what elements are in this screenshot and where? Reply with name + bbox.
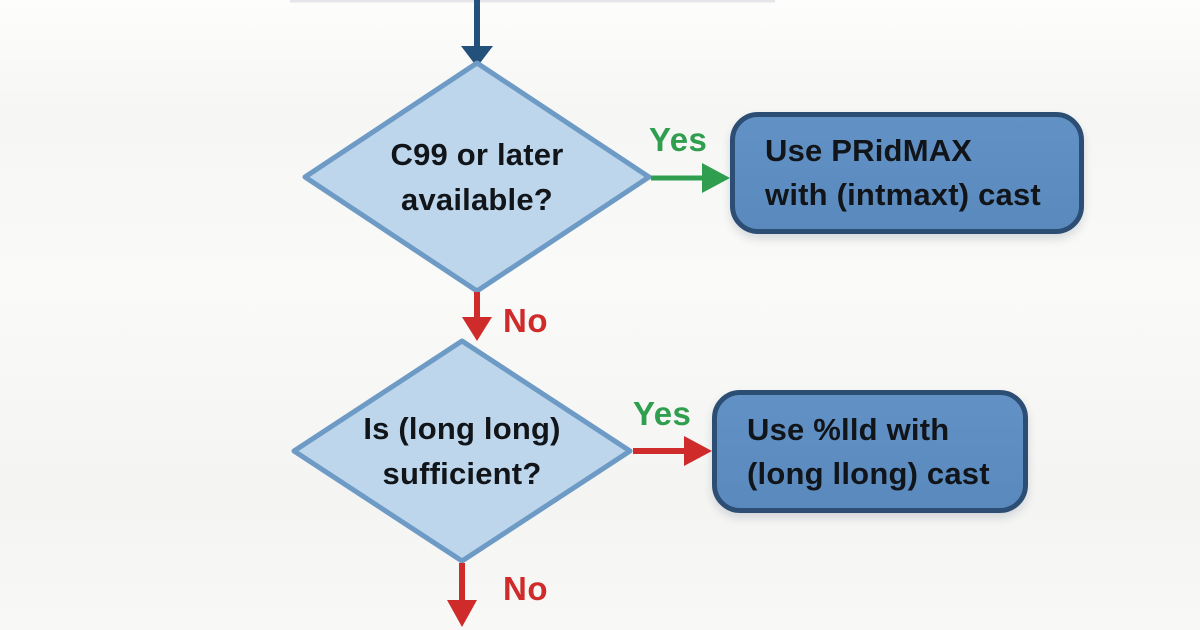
decision1-label: C99 or later available? <box>307 127 647 227</box>
result1-line1: Use PRidMAX <box>765 133 973 168</box>
decision2-line1: Is (long long) <box>363 411 561 446</box>
decision2-line2: sufficient? <box>382 456 542 491</box>
decision1-shape <box>302 60 652 294</box>
decision2-shape <box>291 338 633 564</box>
cropped-top-edge <box>290 0 775 3</box>
decision1-line1: C99 or later <box>390 137 564 172</box>
result1-box: Use PRidMAX with (intmaxt) cast <box>730 112 1084 234</box>
result2-box: Use %lld with (long llong) cast <box>712 390 1028 513</box>
result2-line1: Use %lld with <box>747 411 950 447</box>
yes2-label: Yes <box>633 395 692 432</box>
no1-arrow <box>462 292 492 341</box>
yes2-arrow <box>633 436 712 466</box>
no2-label: No <box>503 570 548 607</box>
decision1-line2: available? <box>401 182 553 217</box>
incoming-arrow <box>461 0 493 67</box>
result1-line2: with (intmaxt) cast <box>765 177 1041 212</box>
no1-label: No <box>503 302 548 339</box>
yes1-arrow <box>651 163 730 193</box>
no2-arrow <box>447 563 477 627</box>
result2-line2: (long llong) cast <box>747 455 990 491</box>
yes1-label: Yes <box>649 121 708 158</box>
decision2-label: Is (long long) sufficient? <box>292 401 632 501</box>
